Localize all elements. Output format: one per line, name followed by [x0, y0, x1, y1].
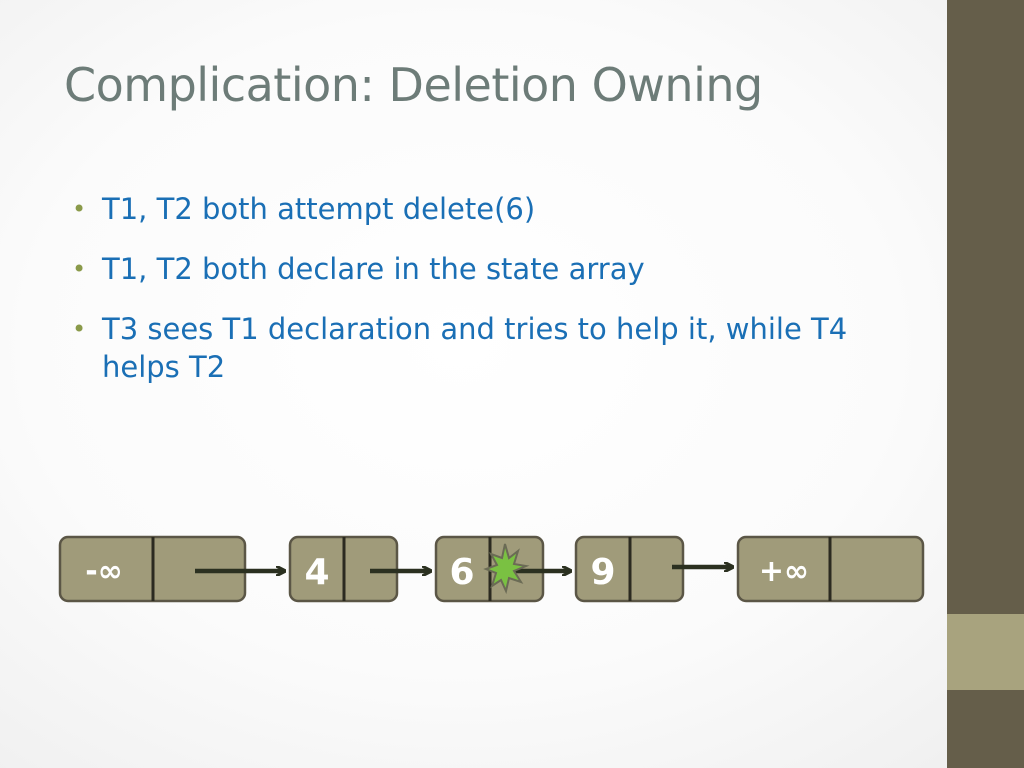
list-node-tail: +∞: [736, 535, 925, 603]
burst-icon: [483, 543, 530, 595]
node-value: 9: [590, 552, 615, 593]
node-value: 4: [304, 552, 329, 593]
node-value: -∞: [85, 554, 122, 589]
node-value: 6: [449, 552, 474, 593]
bullet-item: T1, T2 both declare in the state array: [72, 250, 932, 288]
slide-title: Complication: Deletion Owning: [64, 58, 763, 112]
linked-list-diagram: -∞ 4 6 9 +∞: [58, 535, 925, 603]
side-bar-accent: [947, 614, 1024, 690]
node-value: +∞: [759, 554, 809, 589]
list-node-9: 9: [574, 535, 685, 603]
bullet-item: T3 sees T1 declaration and tries to help…: [72, 310, 932, 386]
bullet-item: T1, T2 both attempt delete(6): [72, 190, 932, 228]
bullet-list: T1, T2 both attempt delete(6) T1, T2 bot…: [72, 190, 932, 408]
list-node-4: 4: [288, 535, 399, 603]
